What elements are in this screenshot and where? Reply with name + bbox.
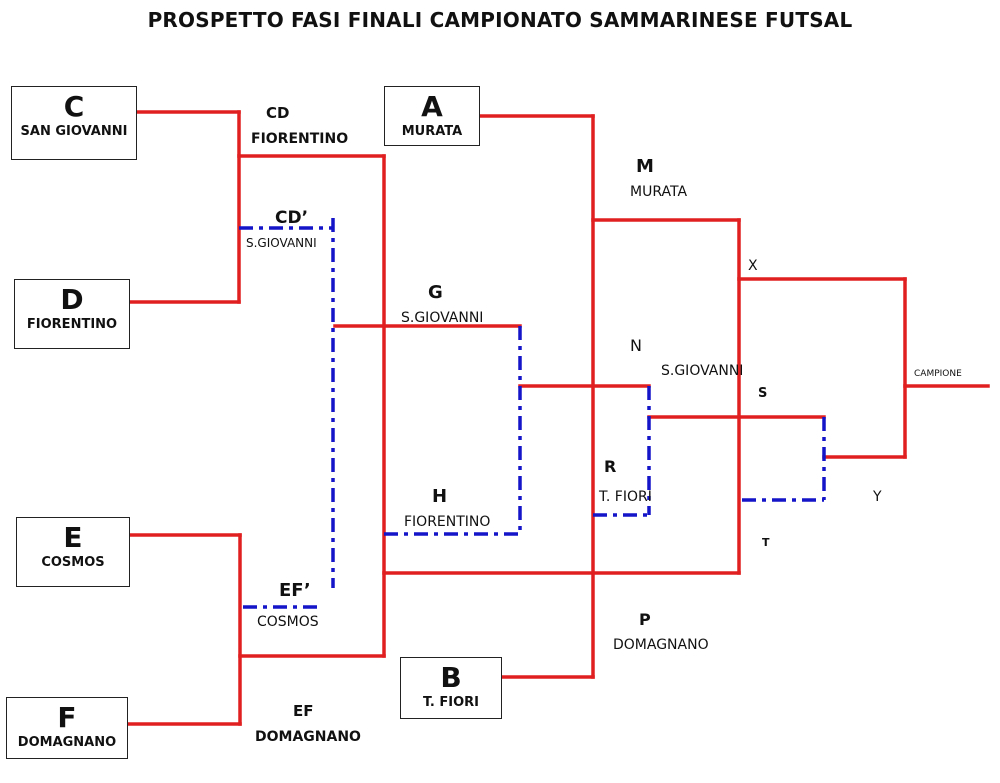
match-code-ef: EF — [293, 702, 314, 720]
team-box-f: F DOMAGNANO — [6, 697, 128, 759]
team-letter: D — [60, 283, 84, 316]
match-winner-cd: FIORENTINO — [251, 131, 349, 147]
match-code-r: R — [604, 457, 617, 476]
match-code-ef-prime: EF’ — [279, 580, 311, 601]
match-code-n: N — [630, 336, 642, 355]
team-name: DOMAGNANO — [17, 735, 117, 750]
team-letter: E — [63, 521, 83, 554]
team-letter: C — [63, 90, 85, 123]
match-winner-g: S.GIOVANNI — [401, 310, 484, 326]
match-code-x: X — [748, 258, 758, 274]
team-box-c: C SAN GIOVANNI — [11, 86, 137, 160]
match-code-t: T — [762, 536, 770, 549]
team-name: FIORENTINO — [26, 317, 118, 332]
match-code-s: S — [758, 386, 768, 401]
match-code-p: P — [639, 610, 651, 629]
match-winner-ef: DOMAGNANO — [255, 729, 361, 745]
match-code-cd: CD — [266, 104, 290, 122]
team-box-e: E COSMOS — [16, 517, 130, 587]
champion-label: CAMPIONE — [914, 369, 962, 379]
team-letter: A — [421, 90, 443, 123]
match-winner-h: FIORENTINO — [404, 514, 491, 530]
match-code-g: G — [428, 282, 443, 303]
team-box-d: D FIORENTINO — [14, 279, 130, 349]
match-winner-m: MURATA — [630, 184, 688, 200]
team-name: COSMOS — [41, 555, 105, 570]
team-name: T. FIORI — [423, 695, 479, 710]
match-code-cd-prime: CD’ — [275, 208, 309, 228]
match-winner-ef-prime: COSMOS — [257, 614, 319, 630]
team-box-a: A MURATA — [384, 86, 480, 146]
team-letter: F — [57, 701, 77, 734]
match-code-y: Y — [873, 489, 882, 505]
team-box-b: B T. FIORI — [400, 657, 502, 719]
match-winner-p: DOMAGNANO — [613, 637, 709, 653]
team-name: SAN GIOVANNI — [20, 124, 128, 139]
winners-bracket-lines — [126, 110, 990, 726]
match-code-m: M — [636, 156, 654, 177]
page-title: PROSPETTO FASI FINALI CAMPIONATO SAMMARI… — [147, 8, 853, 32]
losers-bracket-lines — [239, 218, 826, 609]
match-code-h: H — [432, 486, 448, 507]
team-name: MURATA — [401, 124, 463, 139]
match-winner-n: S.GIOVANNI — [661, 363, 744, 379]
match-winner-cd-prime: S.GIOVANNI — [246, 236, 317, 250]
match-winner-r: T. FIORI — [599, 489, 652, 505]
team-letter: B — [440, 661, 462, 694]
